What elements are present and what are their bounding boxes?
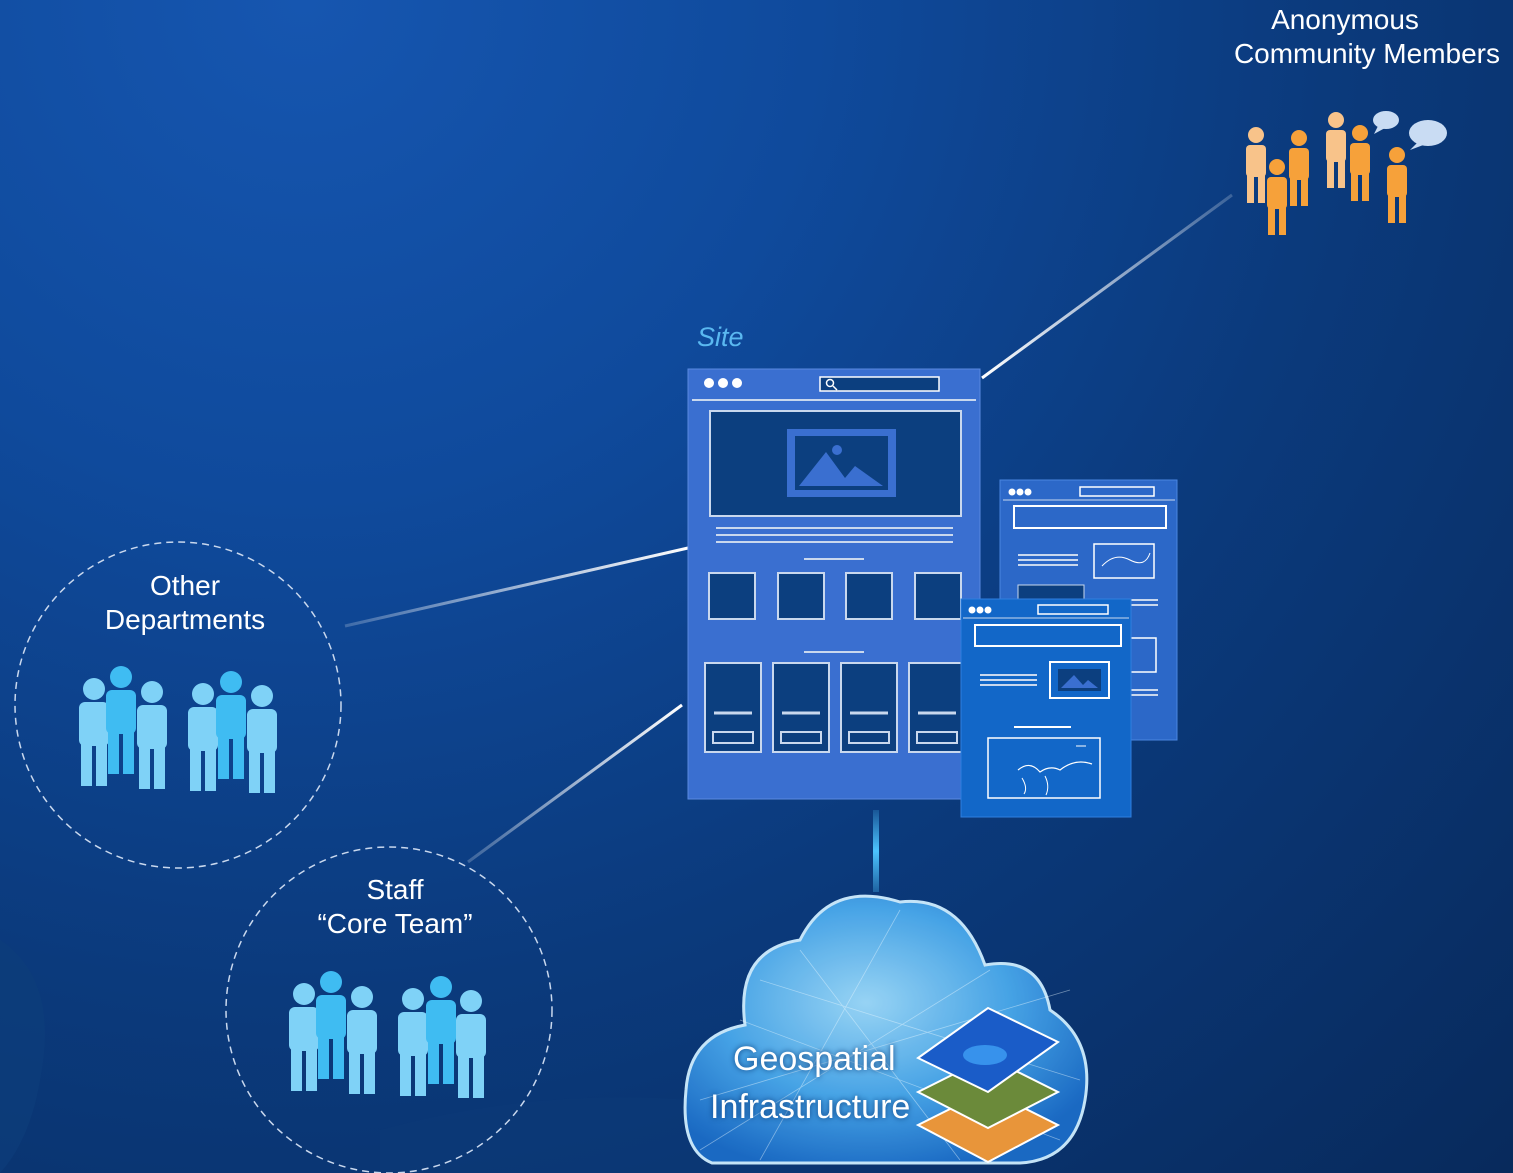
connector-infrastructure xyxy=(873,810,879,892)
staff-people-icon xyxy=(289,971,486,1098)
map-icon xyxy=(987,737,1101,799)
departments-label: Other Departments xyxy=(60,569,310,637)
decorative-swoosh xyxy=(0,940,45,1173)
search-icon xyxy=(825,378,838,391)
anonymous-label-line2: Community Members xyxy=(1233,38,1500,69)
anonymous-label-line1: Anonymous xyxy=(1271,4,1419,35)
infrastructure-label-line2: Infrastructure xyxy=(710,1088,911,1126)
staff-label: Staff “Core Team” xyxy=(270,873,520,941)
site-label: Site xyxy=(697,322,744,352)
departments-label-line2: Departments xyxy=(104,604,266,635)
infrastructure-label: Geospatial Infrastructure xyxy=(690,1035,950,1131)
departments-circle xyxy=(14,541,342,869)
infrastructure-label-line1: Geospatial xyxy=(733,1040,896,1078)
connector-departments xyxy=(344,546,689,628)
chat-bubble-icon xyxy=(1373,111,1447,150)
connector-community xyxy=(981,193,1233,380)
staff-label-line1: Staff xyxy=(366,874,424,905)
image-icon xyxy=(787,429,896,497)
anonymous-community-label: Anonymous Community Members xyxy=(1190,3,1510,71)
departments-people-icon xyxy=(79,666,277,793)
community-people-icon xyxy=(1246,112,1407,235)
staff-label-line2: “Core Team” xyxy=(317,908,473,939)
staff-circle xyxy=(225,846,553,1173)
site-page-front xyxy=(960,584,1132,818)
connector-staff xyxy=(467,703,683,864)
departments-label-line1: Other xyxy=(149,570,221,601)
site-page-main xyxy=(687,368,981,800)
layers-icon xyxy=(915,1006,1061,1164)
